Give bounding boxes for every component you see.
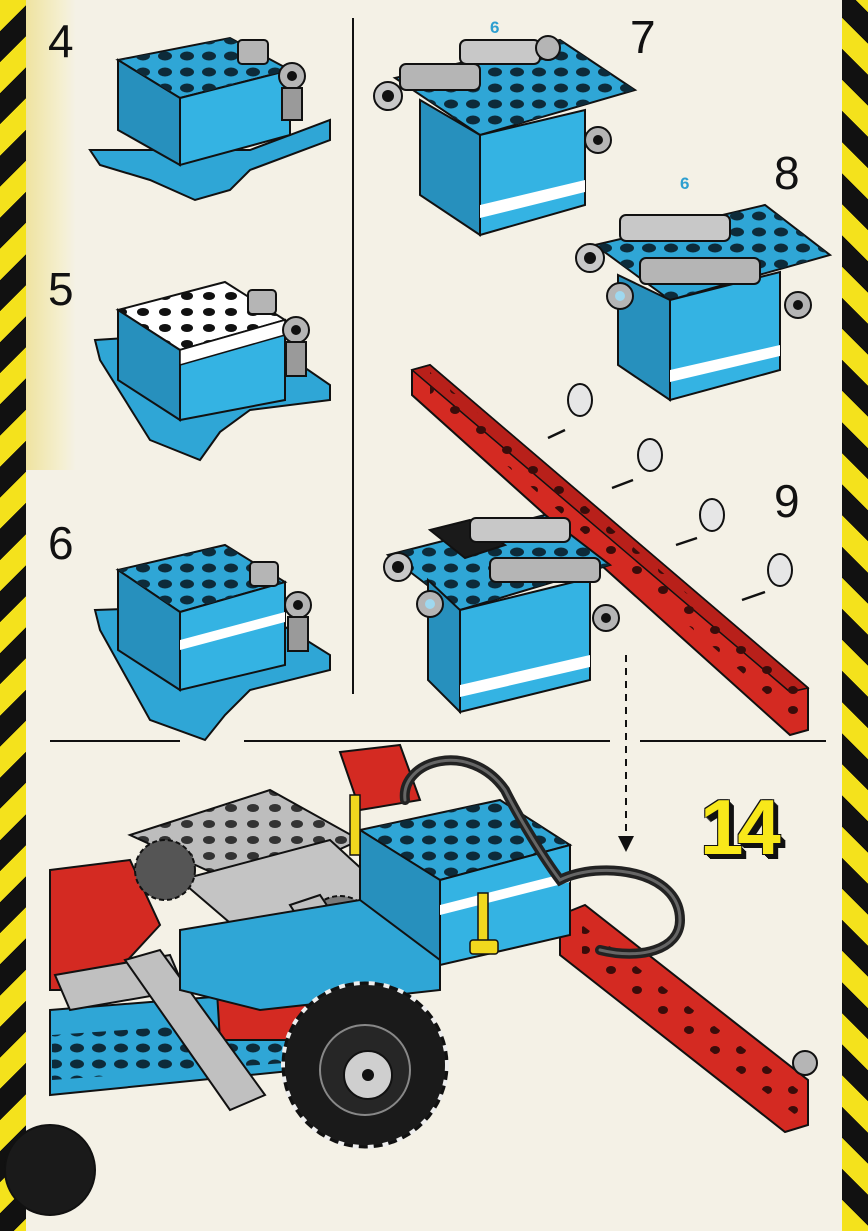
step5-model	[93, 280, 331, 462]
step7-model	[373, 35, 638, 237]
step8-model	[575, 203, 833, 402]
horizontal-divider-middle	[244, 740, 610, 742]
step-number-7: 7	[630, 11, 656, 63]
horizontal-divider-left	[50, 740, 180, 742]
horizontal-divider-right	[640, 740, 826, 742]
hazard-stripe-left	[0, 0, 26, 1231]
part-count-step8: 6	[680, 174, 690, 193]
step-number-4: 4	[48, 15, 74, 67]
main-step-number: 14	[700, 783, 781, 871]
step-number-8: 8	[774, 147, 800, 199]
step-number-6: 6	[48, 517, 74, 569]
step4-model	[88, 36, 331, 202]
vertical-divider	[352, 18, 354, 694]
step-number-5: 5	[48, 263, 74, 315]
step9-model	[383, 363, 810, 852]
page-edge-shading	[26, 0, 76, 470]
part-count-step7: 6	[490, 18, 500, 37]
step6-model	[93, 543, 331, 742]
step14-model	[4, 743, 818, 1216]
hazard-stripe-right	[842, 0, 868, 1231]
step-number-9: 9	[774, 475, 800, 527]
